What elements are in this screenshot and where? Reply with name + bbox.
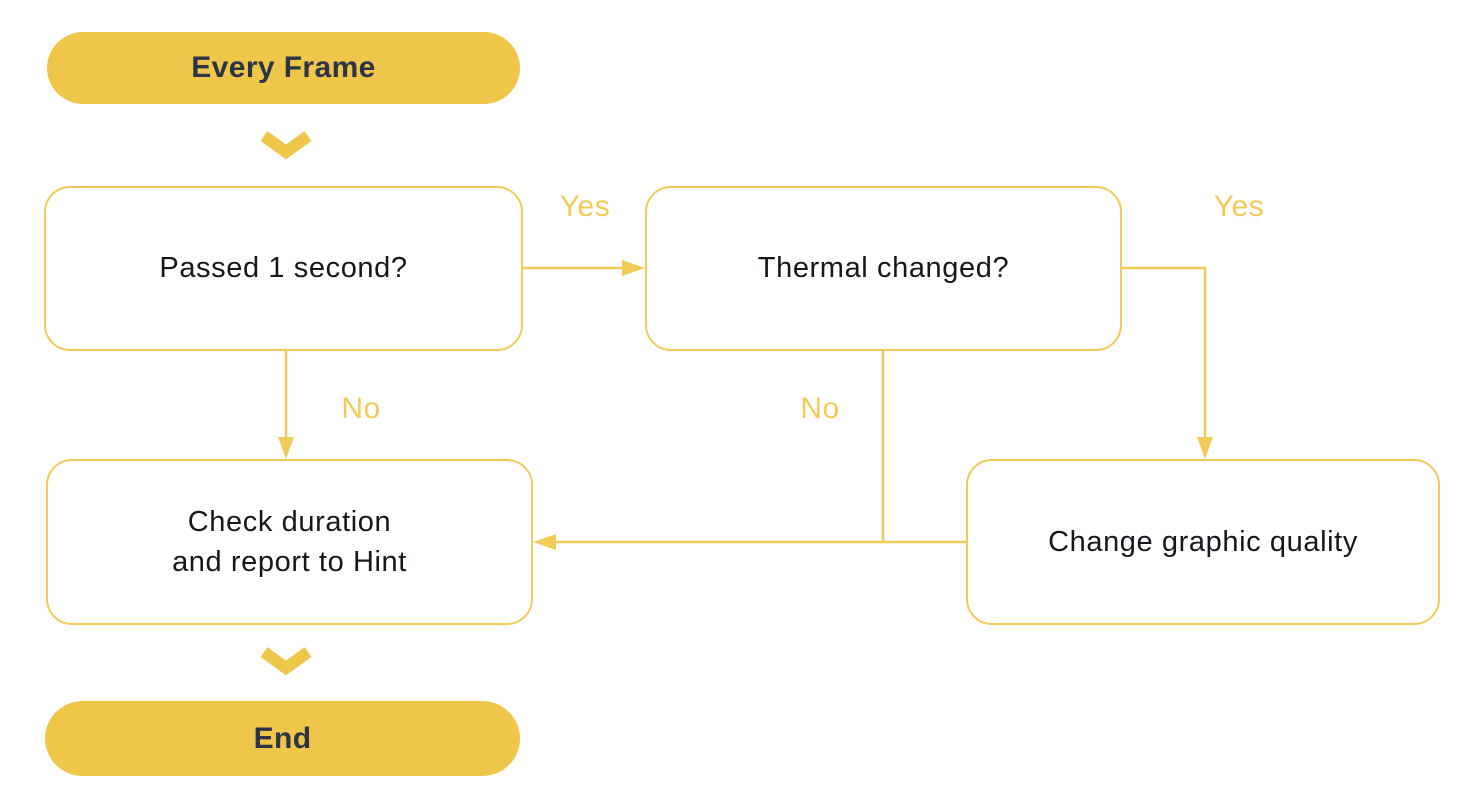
- node-check-duration-label: Check duration and report to Hint: [172, 505, 407, 578]
- edge-label-passed-yes: Yes: [559, 190, 611, 223]
- edge-label-passed-no: No: [341, 392, 381, 425]
- node-check-duration: Check duration and report to Hint: [46, 459, 533, 625]
- node-passed-1-second-label: Passed 1 second?: [159, 252, 408, 285]
- edge-label-thermal-yes: Yes: [1213, 190, 1265, 223]
- node-change-graphic-quality: Change graphic quality: [966, 459, 1440, 625]
- node-passed-1-second: Passed 1 second?: [44, 186, 523, 351]
- chevron-down-icon: [260, 131, 312, 160]
- arrowhead-down-icon: [278, 437, 294, 459]
- edge-thermal-yes-line: [1122, 266, 1207, 441]
- chevron-down-icon: [260, 647, 312, 676]
- node-change-graphic-quality-label: Change graphic quality: [1048, 525, 1358, 558]
- edge-label-thermal-no: No: [800, 392, 840, 425]
- node-end: End: [45, 701, 520, 776]
- node-end-label: End: [253, 721, 312, 755]
- node-every-frame-label: Every Frame: [191, 51, 376, 84]
- arrowhead-right-icon: [622, 260, 645, 276]
- node-thermal-changed: Thermal changed?: [645, 186, 1122, 351]
- node-every-frame: Every Frame: [47, 32, 520, 104]
- arrowhead-left-icon: [533, 534, 556, 550]
- arrowhead-down-icon: [1197, 437, 1213, 459]
- node-thermal-changed-label: Thermal changed?: [757, 252, 1010, 285]
